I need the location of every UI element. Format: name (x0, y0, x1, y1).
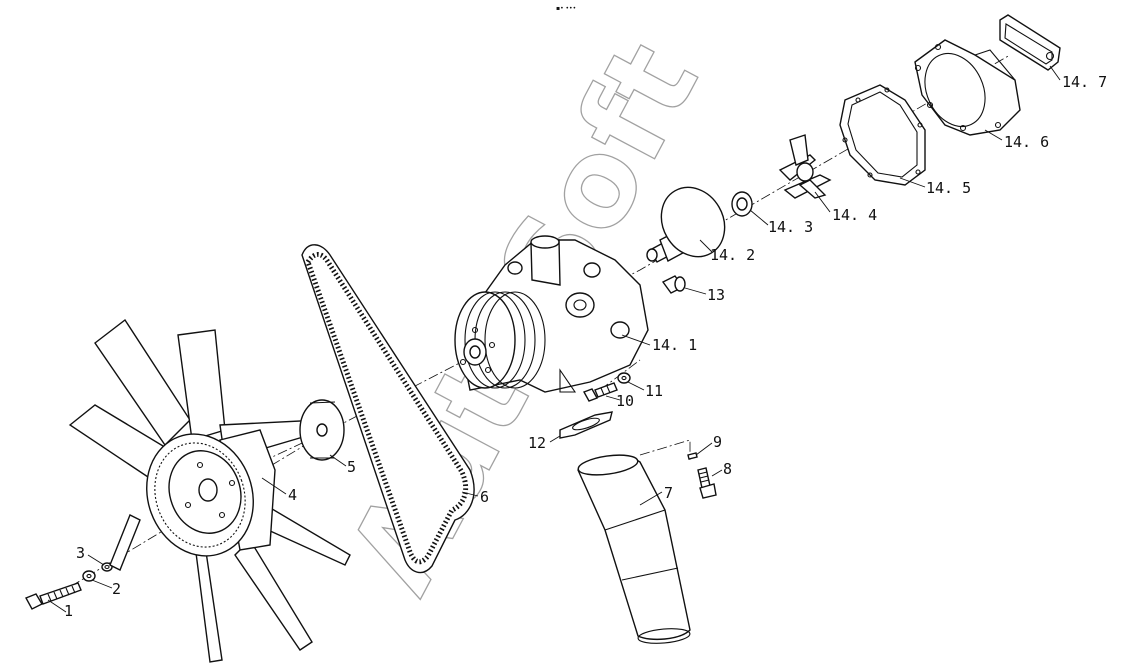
callout-14-2: 14. 2 (710, 246, 755, 264)
callout-labels: 1 2 3 4 5 6 7 8 9 10 11 12 13 14. 1 14. … (64, 73, 1107, 620)
callout-12: 12 (528, 434, 546, 452)
callout-14-3: 14. 3 (768, 218, 813, 236)
pump-body-part-14-1 (454, 235, 649, 393)
fan-part-4 (68, 318, 351, 663)
callout-4: 4 (288, 486, 297, 504)
pin-part-9 (687, 452, 698, 460)
callout-14-1: 14. 1 (652, 336, 697, 354)
callout-11: 11 (645, 382, 663, 400)
callout-7: 7 (664, 484, 673, 502)
callout-13: 13 (707, 286, 725, 304)
washer-part-11 (617, 372, 631, 384)
bolt-part-1 (25, 582, 82, 610)
gasket-part-14-5 (839, 84, 926, 186)
seal-part-14-3 (731, 191, 753, 217)
shaft-part-14-2 (646, 186, 726, 263)
callout-14-4: 14. 4 (832, 206, 877, 224)
fitting-part-13 (661, 275, 686, 294)
callout-6: 6 (480, 488, 489, 506)
belt-part-6 (301, 244, 475, 574)
gasket-part-12 (559, 411, 613, 439)
callout-14-7: 14. 7 (1062, 73, 1107, 91)
callout-9: 9 (713, 433, 722, 451)
callout-2: 2 (112, 580, 121, 598)
washer-part-2 (82, 570, 96, 582)
bolt-part-10 (582, 382, 618, 402)
pulley-part-5 (299, 399, 345, 461)
callout-1: 1 (64, 602, 73, 620)
callout-14-5: 14. 5 (926, 179, 971, 197)
impeller-part-14-4 (778, 134, 832, 199)
callout-3: 3 (76, 544, 85, 562)
pipe-part-7 (577, 454, 691, 644)
callout-14-6: 14. 6 (1004, 133, 1049, 151)
callout-10: 10 (616, 392, 634, 410)
bolt-part-8 (697, 467, 717, 499)
header-mark: ▪• ••• (556, 5, 576, 12)
callout-5: 5 (347, 458, 356, 476)
leader-lines (47, 65, 1061, 613)
callout-8: 8 (723, 460, 732, 478)
gasket-part-14-7 (999, 14, 1061, 71)
cover-part-14-6 (914, 39, 1021, 136)
